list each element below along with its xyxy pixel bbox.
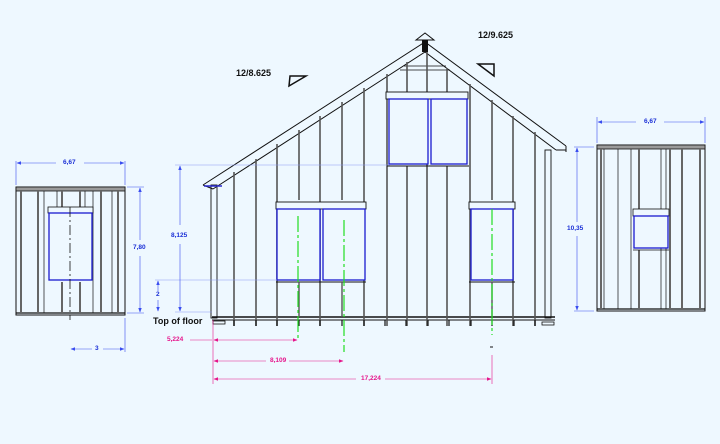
offset-dimension-1: 5,224 [167,336,184,343]
left-height-dimension: 7,80 [133,244,146,251]
right-roof-pitch-label: 12/9.625 [478,30,514,40]
front-gable-elevation [155,32,567,384]
left-width-dimension: 6,67 [63,159,76,166]
left-side-elevation [15,161,144,352]
right-height-dimension: 10,35 [567,225,584,232]
left-roof-pitch-label: 12/8.625 [236,68,272,78]
offset-dimension-2: 8,109 [270,357,287,364]
window-upper-1 [388,98,429,165]
right-width-dimension: 6,67 [644,118,657,125]
top-of-floor-label: Top of floor [153,316,203,326]
wall-height-dimension: 8,125 [171,232,188,239]
window-upper-2 [430,98,468,165]
left-window-offset-dimension: 3 [95,345,99,352]
window-2 [322,208,366,281]
right-side-elevation [574,117,706,312]
offset-dimension-3: 17,224 [361,375,381,382]
sill-height-dimension: 2 [156,291,160,298]
